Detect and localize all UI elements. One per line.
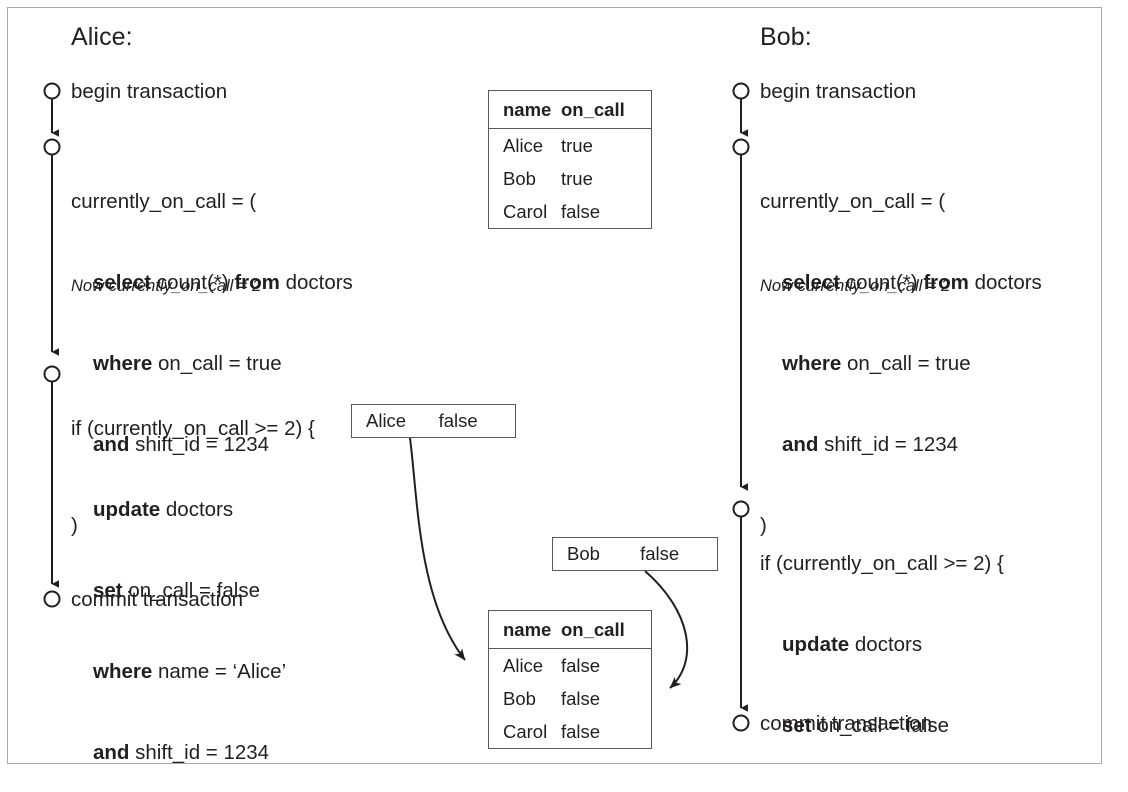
table-header-on-call: on_call xyxy=(561,98,625,120)
bob-step-select: currently_on_call = ( select count(*) fr… xyxy=(760,134,1042,593)
bob-select-line-3: where on_call = true xyxy=(782,352,971,375)
table-header-name: name xyxy=(503,98,552,120)
cell-on-call: true xyxy=(561,167,593,189)
alice-if-line-3: set on_call = false xyxy=(93,579,260,602)
alice-if-line-2: update doctors xyxy=(93,498,234,521)
bob-step-begin: begin transaction xyxy=(760,80,917,103)
bob-note-currently-on-call: Now currently_on_call = 2 xyxy=(760,277,951,295)
table-header-on-call: on_call xyxy=(561,618,625,640)
bob-select-line-5: ) xyxy=(760,514,767,537)
bob-select-line-1: currently_on_call = ( xyxy=(760,190,946,213)
cell-name: Carol xyxy=(503,720,548,742)
bob-step-commit: commit transaction xyxy=(760,712,933,735)
alice-select-line-2: select count(*) from doctors xyxy=(93,271,353,294)
alice-note-currently-on-call: Now currently_on_call = 2 xyxy=(71,277,262,295)
table-row: Carol false xyxy=(489,195,651,228)
alice-title: Alice: xyxy=(71,23,133,51)
table-row: Carol false xyxy=(489,715,651,748)
table-row: Bob true xyxy=(489,162,651,195)
cell-on-call: false xyxy=(561,200,601,222)
bob-title: Bob: xyxy=(760,23,812,51)
alice-select-line-3: where on_call = true xyxy=(93,352,282,375)
cell-name: Alice xyxy=(503,134,544,156)
table-row: Bob false xyxy=(489,682,651,715)
alice-step-if: if (currently_on_call >= 2) { update doc… xyxy=(71,361,315,792)
bob-if-line-3: set on_call = false xyxy=(782,714,949,737)
bob-update-row-box: Bob false xyxy=(552,537,718,571)
alice-step-select: currently_on_call = ( select count(*) fr… xyxy=(71,134,353,593)
bob-step-if: if (currently_on_call >= 2) { update doc… xyxy=(760,496,1004,792)
cell-on-call: false xyxy=(561,720,601,742)
cell-name: Bob xyxy=(503,687,536,709)
alice-update-name: Alice xyxy=(366,410,407,431)
table-row: Alice true xyxy=(489,129,651,162)
doctors-table-after: name on_call Alice false Bob false Carol… xyxy=(488,610,652,749)
alice-select-line-1: currently_on_call = ( xyxy=(71,190,257,213)
alice-step-commit: commit transaction xyxy=(71,588,244,611)
table-header-name: name xyxy=(503,618,552,640)
alice-select-line-4: and shift_id = 1234 xyxy=(93,433,270,456)
cell-on-call: false xyxy=(561,687,601,709)
table-header-row: name on_call xyxy=(489,611,651,649)
table-row: Alice false xyxy=(489,649,651,682)
cell-name: Alice xyxy=(503,654,544,676)
bob-update-name: Bob xyxy=(567,543,600,564)
alice-if-line-4: where name = ‘Alice’ xyxy=(93,660,287,683)
cell-name: Bob xyxy=(503,167,536,189)
bob-select-line-2: select count(*) from doctors xyxy=(782,271,1042,294)
cell-on-call: true xyxy=(561,134,593,156)
bob-update-value: false xyxy=(640,543,680,564)
bob-if-line-1: if (currently_on_call >= 2) { xyxy=(760,552,1004,575)
cell-name: Carol xyxy=(503,200,548,222)
bob-if-line-2: update doctors xyxy=(782,633,923,656)
alice-if-line-1: if (currently_on_call >= 2) { xyxy=(71,417,315,440)
alice-if-line-5: and shift_id = 1234 xyxy=(93,741,270,764)
alice-select-line-5: ) xyxy=(71,514,78,537)
alice-update-value: false xyxy=(438,410,478,431)
alice-step-begin: begin transaction xyxy=(71,80,228,103)
doctors-table-before: name on_call Alice true Bob true Carol f… xyxy=(488,90,652,229)
alice-update-row-box: Alice false xyxy=(351,404,516,438)
bob-select-line-4: and shift_id = 1234 xyxy=(782,433,959,456)
table-header-row: name on_call xyxy=(489,91,651,129)
cell-on-call: false xyxy=(561,654,601,676)
